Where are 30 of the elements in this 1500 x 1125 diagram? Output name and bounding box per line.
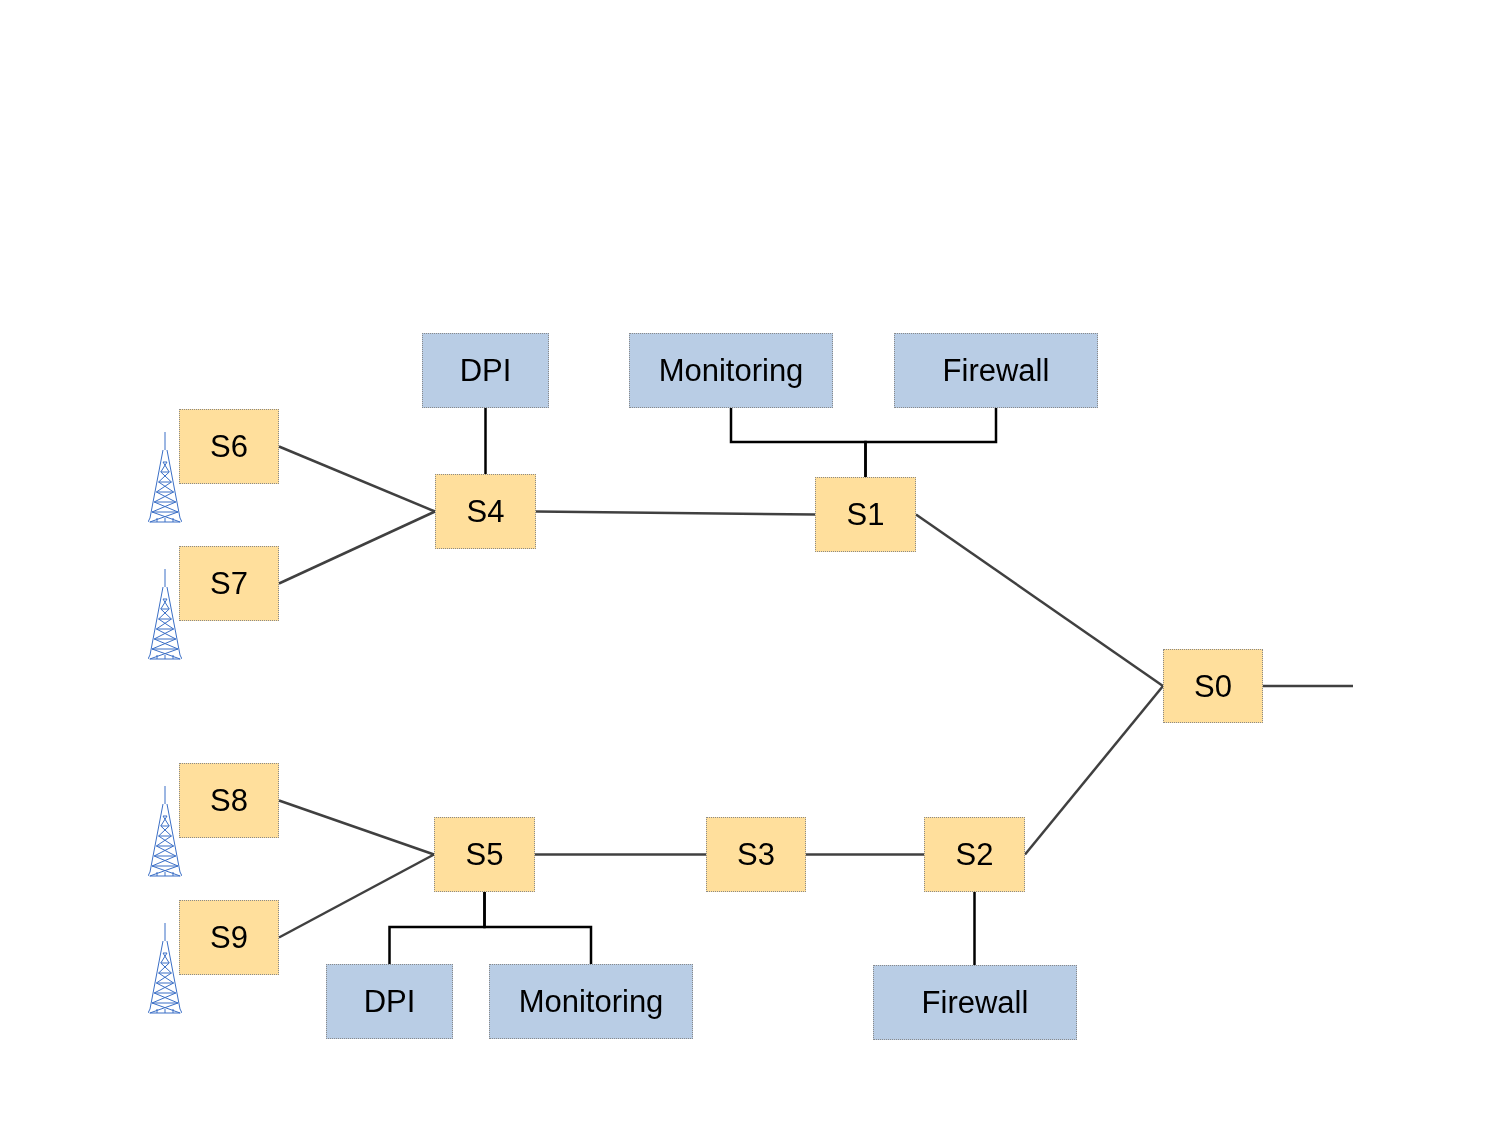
switch-box: S2 (924, 817, 1025, 892)
connector-line (278, 445, 436, 513)
switch-box: S0 (1163, 649, 1263, 723)
switch-box: S5 (434, 817, 535, 892)
connector-line (483, 892, 593, 964)
connector-line (864, 408, 998, 477)
switch-box: S9 (179, 900, 279, 975)
connector-line (536, 510, 815, 516)
switch-box: S7 (179, 546, 279, 621)
function-box: DPI (326, 964, 453, 1039)
connector-line (806, 853, 924, 856)
function-box: Monitoring (489, 964, 693, 1039)
connector-line (278, 853, 435, 939)
function-box: Firewall (873, 965, 1077, 1040)
connector-line (484, 408, 487, 474)
connector-line (1263, 684, 1353, 688)
switch-box: S6 (179, 409, 279, 484)
switch-box: S1 (815, 477, 916, 552)
connector-line (278, 799, 435, 856)
connector-line (915, 513, 1164, 688)
connector-line (278, 510, 436, 585)
connector-line (1024, 685, 1164, 856)
switch-box: S4 (435, 474, 536, 549)
connector-line (973, 892, 976, 965)
connector-line (535, 853, 706, 856)
function-box: Firewall (894, 333, 1098, 408)
function-box: Monitoring (629, 333, 833, 408)
switch-box: S8 (179, 763, 279, 838)
switch-box: S3 (706, 817, 806, 892)
function-box: DPI (422, 333, 549, 408)
